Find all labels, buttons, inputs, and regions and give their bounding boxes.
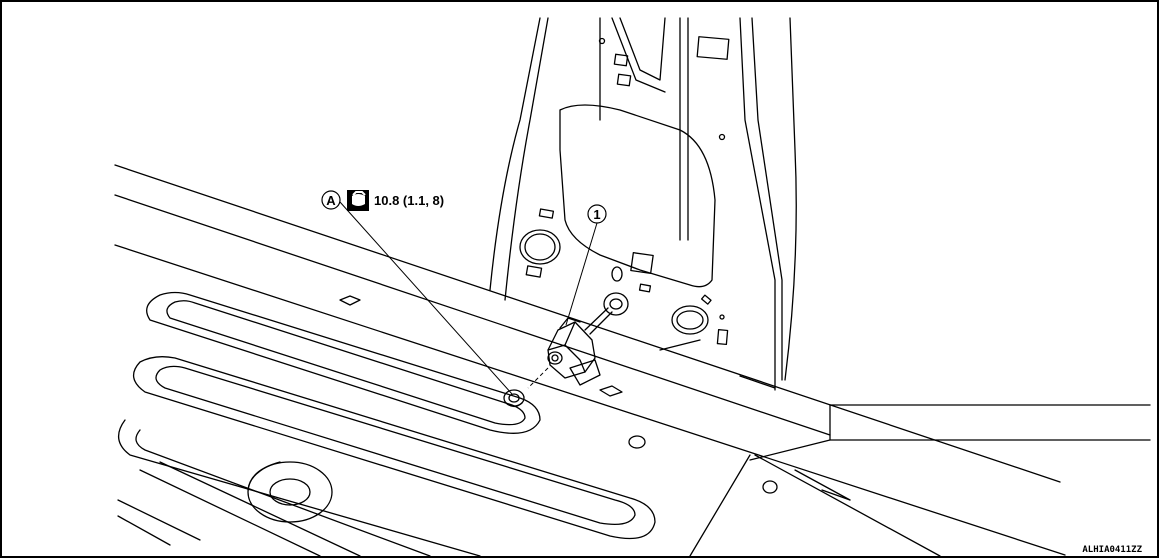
center-pillar <box>489 17 797 391</box>
floor-channel-upper <box>146 291 541 434</box>
torque-value: 10.8 (1.1, 8) <box>374 193 444 208</box>
floor-channel-lower <box>117 419 481 557</box>
floor-channel-middle <box>133 356 656 540</box>
sensor-component <box>527 307 613 389</box>
callout-a-letter: A <box>326 193 336 208</box>
callout-1: 1 <box>587 204 607 224</box>
leader-line-a <box>339 201 513 395</box>
callout-1-circle <box>587 204 607 224</box>
nut-a <box>503 389 525 408</box>
callout-1-number: 1 <box>593 207 600 222</box>
floor-panel <box>114 164 1151 557</box>
floor-details <box>247 295 778 523</box>
callout-a: A 10.8 (1.1, 8) <box>321 190 444 211</box>
torque-wrench-icon <box>347 190 369 211</box>
leader-line-1 <box>565 222 598 326</box>
figure-code: ALHIA0411ZZ <box>1082 545 1142 555</box>
callout-a-circle <box>321 190 341 210</box>
